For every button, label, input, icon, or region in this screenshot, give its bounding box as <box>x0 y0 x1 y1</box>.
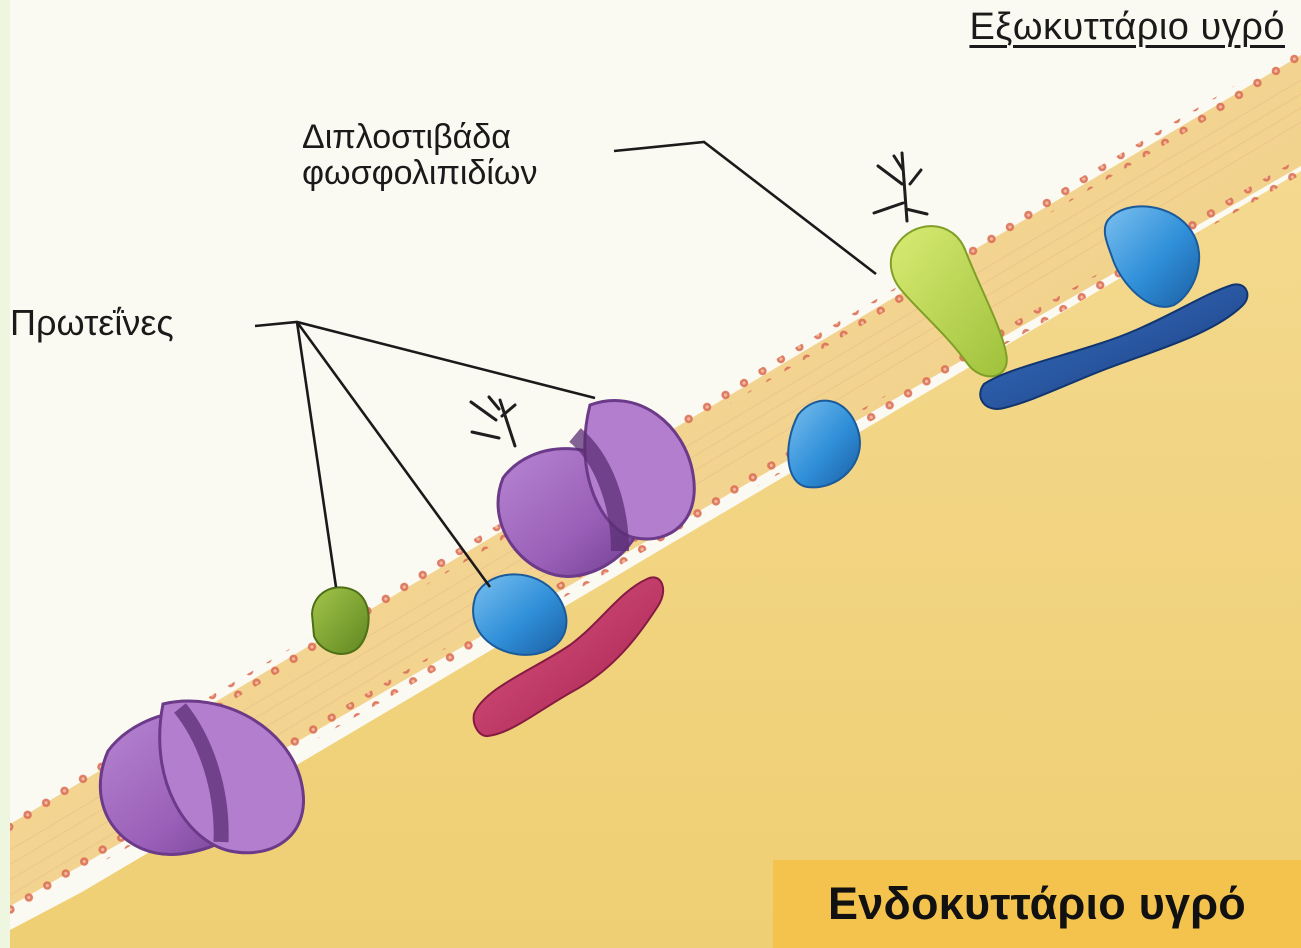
membrane-diagram: Εξωκυττάριο υγρό Διπλοστιβάδα φωσφολιπιδ… <box>10 0 1301 948</box>
proteins-label: Πρωτεΐνες <box>10 304 174 342</box>
bilayer-label-line-2: φωσφολιπιδίων <box>302 156 537 192</box>
green-small-protein <box>312 587 369 654</box>
membrane-illustration <box>10 0 1301 948</box>
intracellular-fluid-label: Ενδοκυττάριο υγρό <box>773 860 1301 948</box>
bilayer-label-line-1: Διπλοστιβάδα <box>302 120 537 156</box>
phospholipid-bilayer-label: Διπλοστιβάδα φωσφολιπιδίων <box>302 120 537 191</box>
extracellular-fluid-label: Εξωκυττάριο υγρό <box>969 8 1285 48</box>
